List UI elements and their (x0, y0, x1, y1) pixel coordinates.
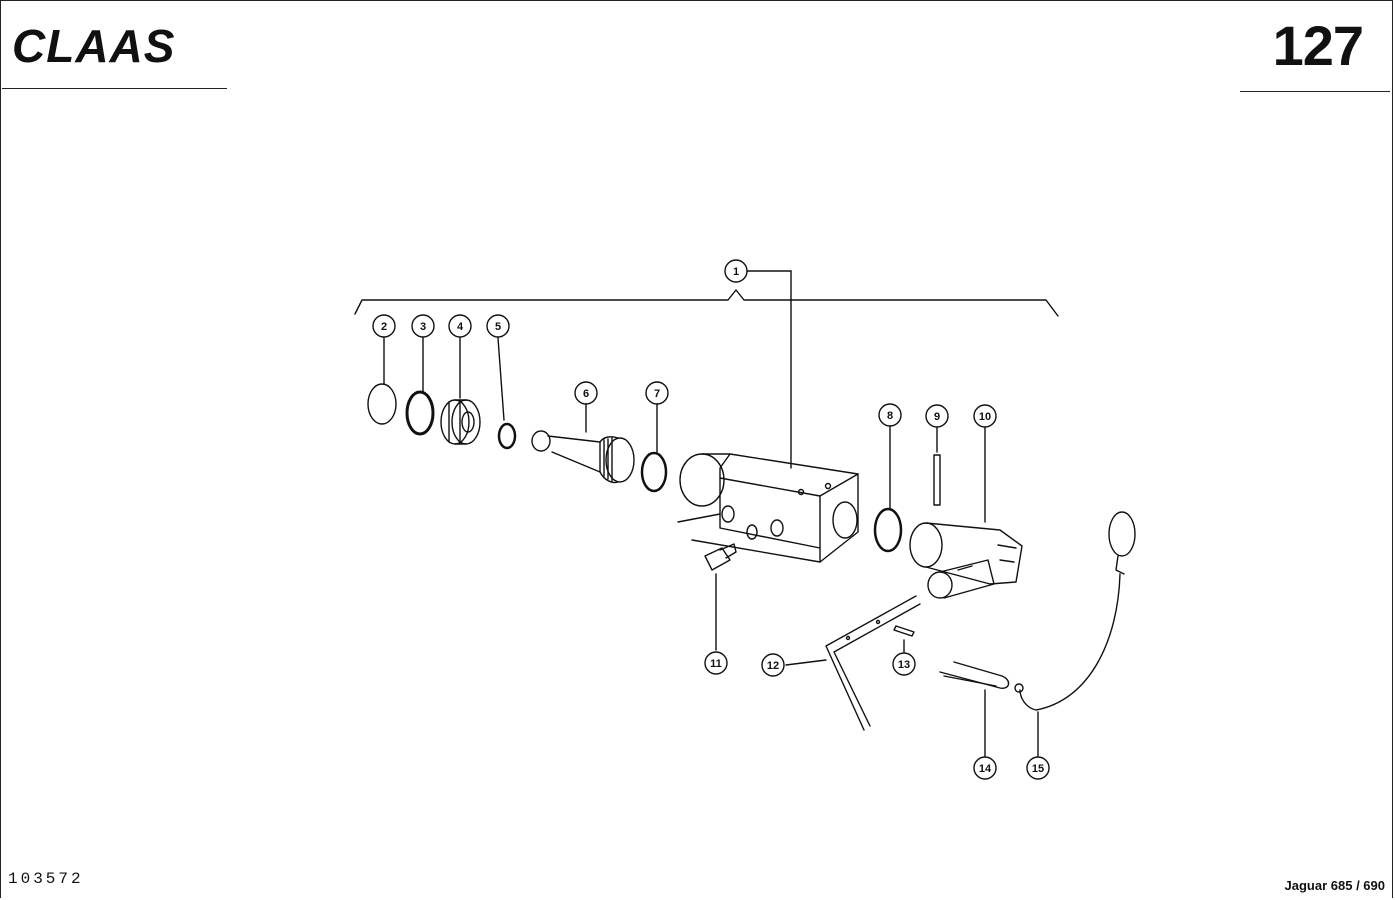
part-10-end-fitting (909, 427, 1023, 599)
svg-text:10: 10 (979, 411, 991, 423)
header-rule-right (1240, 91, 1390, 92)
callout-15: 15 (1026, 756, 1050, 780)
callout-5: 5 (486, 314, 510, 338)
svg-text:7: 7 (654, 388, 660, 400)
logo-text: CLAAS (12, 22, 175, 66)
svg-text:15: 15 (1032, 763, 1044, 775)
callout-8: 8 (878, 403, 902, 427)
part-4-bushing (440, 337, 481, 445)
svg-text:13: 13 (898, 659, 910, 671)
svg-text:9: 9 (934, 411, 940, 423)
svg-text:3: 3 (420, 321, 426, 333)
svg-text:11: 11 (710, 658, 722, 670)
part-5-small-ring (497, 337, 517, 450)
callout-6: 6 (574, 381, 598, 405)
callout-12: 12 (761, 653, 785, 677)
callout-1: 1 (724, 259, 748, 283)
svg-text:12: 12 (767, 660, 779, 672)
assembly-bracket (354, 270, 1059, 469)
part-7-ring (640, 403, 668, 493)
callout-3: 3 (411, 314, 435, 338)
header-rule-left (2, 88, 227, 89)
claas-logo: CLAAS (12, 22, 175, 66)
callout-2: 2 (372, 314, 396, 338)
part-6-piston (531, 403, 635, 484)
part-2-ring (367, 337, 397, 425)
callout-7: 7 (645, 381, 669, 405)
part-14-spring-clip (939, 661, 1010, 757)
svg-text:4: 4 (457, 321, 464, 333)
part-1-housing (677, 453, 859, 563)
document-number: 103572 (8, 870, 84, 888)
callout-4: 4 (448, 314, 472, 338)
part-3-seal-ring (405, 337, 435, 436)
callout-9: 9 (925, 404, 949, 428)
svg-text:2: 2 (381, 321, 387, 333)
part-13-small-pin (893, 625, 915, 653)
svg-text:14: 14 (979, 763, 992, 775)
svg-text:6: 6 (583, 388, 589, 400)
svg-text:1: 1 (733, 266, 739, 278)
part-15-lanyard (1014, 511, 1136, 757)
callout-10: 10 (973, 404, 997, 428)
svg-text:8: 8 (887, 410, 893, 422)
svg-text:5: 5 (495, 321, 501, 333)
callout-13: 13 (892, 652, 916, 676)
part-11-grease-nipple (704, 543, 737, 651)
part-8-ring (873, 425, 903, 553)
page-number: 127 (1272, 14, 1364, 77)
part-12-lever (785, 595, 921, 731)
machine-model: Jaguar 685 / 690 (1284, 878, 1385, 893)
callout-14: 14 (973, 756, 997, 780)
callout-11: 11 (704, 651, 728, 675)
part-9-pin (933, 427, 941, 506)
